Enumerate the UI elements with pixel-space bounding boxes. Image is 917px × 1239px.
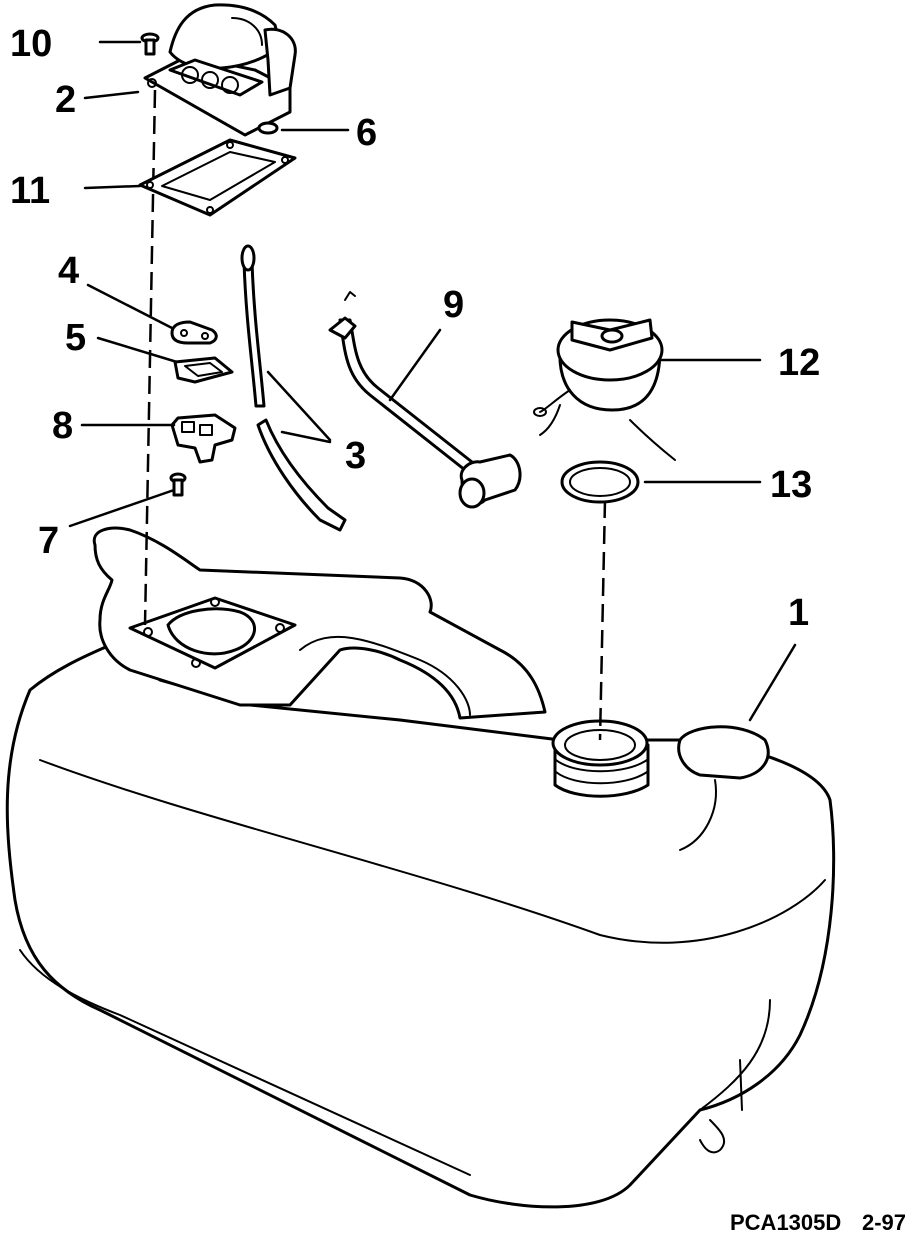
figure-code: PCA1305D	[730, 1210, 841, 1235]
callout-3: 3	[345, 435, 366, 477]
callout-2: 2	[55, 79, 76, 121]
callout-8: 8	[52, 405, 73, 447]
filter-element	[173, 356, 234, 384]
fuel-connector-housing	[143, 3, 297, 137]
cap-gasket-ring	[560, 460, 640, 504]
callout-10: 10	[10, 23, 52, 65]
alignment-line-filler	[598, 499, 607, 741]
screw-top	[140, 32, 160, 56]
leader-lines	[68, 40, 797, 722]
callout-5: 5	[65, 317, 86, 359]
retainer-plate	[170, 320, 218, 345]
filler-cap	[533, 318, 676, 461]
float-gauge	[328, 291, 522, 509]
callout-13: 13	[770, 464, 812, 506]
callout-12: 12	[778, 342, 820, 384]
page-reference: 2-97	[862, 1210, 906, 1235]
screw-bracket	[169, 472, 187, 497]
callout-9: 9	[443, 284, 464, 326]
pickup-bracket	[170, 413, 237, 464]
fuel-tank	[5, 526, 836, 1209]
callout-4: 4	[58, 250, 79, 292]
gasket	[138, 138, 297, 217]
callout-6: 6	[356, 112, 377, 154]
filler-neck	[551, 719, 650, 798]
callout-1: 1	[788, 592, 809, 634]
callout-7: 7	[38, 520, 59, 562]
pickup-tube	[240, 244, 347, 532]
callout-11: 11	[10, 170, 50, 212]
o-ring-small	[257, 121, 279, 135]
